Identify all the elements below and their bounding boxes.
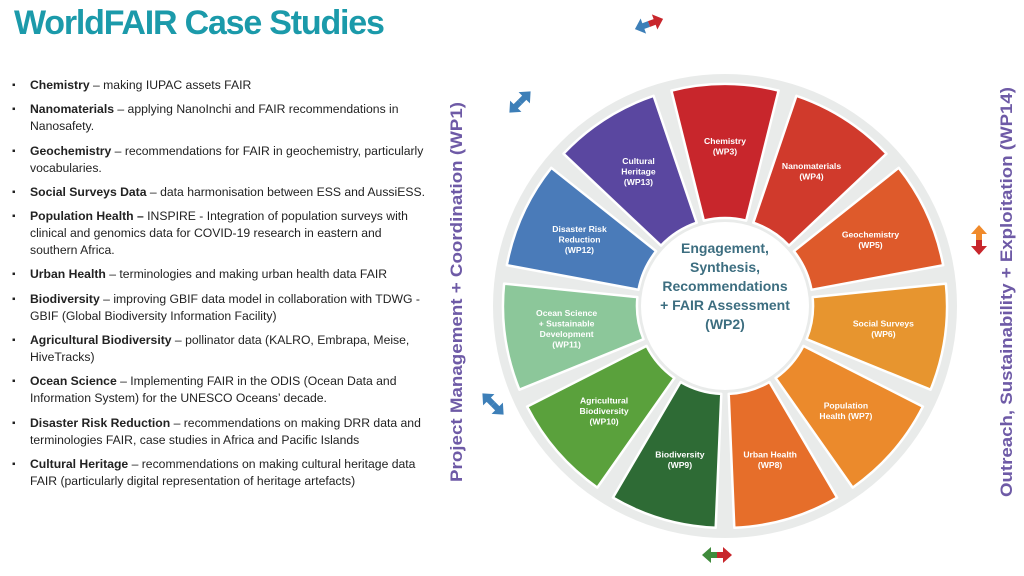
center-label: Recommendations xyxy=(662,278,787,294)
case-study-item: Social Surveys Data – data harmonisation… xyxy=(12,184,430,201)
segment-label: Agricultural xyxy=(580,395,628,405)
case-study-item: Chemistry – making IUPAC assets FAIR xyxy=(12,77,430,94)
case-study-description: – making IUPAC assets FAIR xyxy=(89,78,252,92)
case-study-name: Chemistry xyxy=(30,78,90,92)
segment-label: Nanomaterials xyxy=(782,161,841,171)
case-study-description: – pollinator data (KALRO, Embrapa, Meise… xyxy=(30,333,410,365)
right-side-label: Outreach, Sustainability + Exploitation … xyxy=(997,87,1016,497)
lower-left-arrow-icon xyxy=(482,393,504,415)
segment-label: Health (WP7) xyxy=(819,411,872,421)
wheel-segment xyxy=(670,82,780,222)
wheel-segment xyxy=(792,166,945,292)
wheel-segment xyxy=(774,344,925,489)
segment-label: (WP12) xyxy=(565,245,594,255)
segment-label: Urban Health xyxy=(743,449,796,459)
wheel-segment xyxy=(727,380,839,530)
segment-label: (WP5) xyxy=(858,240,882,250)
case-study-name: Nanomaterials xyxy=(30,102,114,117)
case-study-name: Disaster Risk Reduction xyxy=(30,415,171,430)
case-study-item: Cultural Heritage – recommendations on m… xyxy=(12,456,430,490)
segment-label: (WP11) xyxy=(552,340,581,350)
case-study-description: – terminologies and making urban health … xyxy=(105,267,388,282)
wheel-center xyxy=(641,222,809,390)
case-study-name: Social Surveys Data xyxy=(30,184,147,199)
case-study-item: Ocean Science – Implementing FAIR in the… xyxy=(12,373,430,407)
case-study-description: – recommendations on making DRR data and… xyxy=(30,415,421,447)
case-study-list: Chemistry – making IUPAC assets FAIR Nano… xyxy=(12,77,430,497)
case-study-name: Geochemistry xyxy=(30,143,112,158)
segment-label: (WP3) xyxy=(713,146,737,156)
segment-label: Biodiversity xyxy=(655,449,704,459)
case-study-name: Ocean Science xyxy=(30,374,117,389)
segment-label: (WP6) xyxy=(871,329,895,339)
segment-label: Geochemistry xyxy=(842,229,900,239)
segment-label: Ocean Science xyxy=(536,308,597,318)
case-study-item: Urban Health – terminologies and making … xyxy=(12,266,430,283)
case-study-item: Disaster Risk Reduction – recommendation… xyxy=(12,415,430,449)
segment-label: (WP4) xyxy=(799,172,823,182)
case-study-item: Population Health – INSPIRE - Integratio… xyxy=(12,208,430,259)
top-arrow-icon xyxy=(634,14,664,34)
case-study-item: Nanomaterials – applying NanoInchi and F… xyxy=(12,101,430,135)
segment-label: (WP8) xyxy=(758,460,782,470)
case-study-item: Biodiversity – improving GBIF data model… xyxy=(12,291,430,325)
case-study-description: – data harmonisation between ESS and Aus… xyxy=(146,184,425,199)
right-arrow-icon xyxy=(971,225,987,255)
segment-label: Biodiversity xyxy=(579,406,628,416)
left-arrow-icon xyxy=(509,91,531,113)
segment-label: (WP13) xyxy=(624,177,653,187)
left-side-label: Project Management + Coordination (WP1) xyxy=(447,102,466,482)
segment-label: (WP10) xyxy=(590,416,619,426)
case-study-name: Biodiversity xyxy=(30,291,100,306)
segment-label: (WP9) xyxy=(668,460,692,470)
wheel-segment xyxy=(505,166,658,292)
wheel-segment xyxy=(525,344,676,489)
wheel-segment xyxy=(611,380,723,530)
center-label: Engagement, xyxy=(681,240,769,256)
segment-label: Chemistry xyxy=(704,136,746,146)
segment-label: + Sustainable xyxy=(539,319,595,329)
case-study-description: – Implementing FAIR in the ODIS (Ocean D… xyxy=(30,374,397,406)
wheel-segment xyxy=(805,282,949,391)
center-label: Synthesis, xyxy=(690,259,760,275)
case-study-name: Population Health – xyxy=(30,209,144,224)
wheel-segment xyxy=(501,282,645,391)
center-label: + FAIR Assessment xyxy=(660,297,790,313)
bottom-arrow-icon xyxy=(702,547,732,563)
case-study-item: Agricultural Biodiversity – pollinator d… xyxy=(12,332,430,366)
wheel-segment xyxy=(752,94,888,247)
page-title: WorldFAIR Case Studies xyxy=(14,4,385,42)
case-study-item: Geochemistry – recommendations for FAIR … xyxy=(12,143,430,177)
case-study-description: – applying NanoInchi and FAIR recommenda… xyxy=(30,102,399,134)
case-study-description: – recommendations on making cultural her… xyxy=(30,456,416,488)
segment-label: Cultural xyxy=(622,156,654,166)
segment-label: Development xyxy=(540,329,594,339)
segment-label: Disaster Risk xyxy=(552,224,607,234)
case-study-description: – recommendations for FAIR in geochemist… xyxy=(30,143,424,175)
case-study-description: INSPIRE - Integration of population surv… xyxy=(30,209,408,258)
case-study-description: – improving GBIF data model in collabora… xyxy=(30,291,420,323)
center-label: (WP2) xyxy=(705,316,745,332)
case-study-name: Urban Health xyxy=(30,267,106,282)
segment-label: Social Surveys xyxy=(853,319,914,329)
case-study-name: Agricultural Biodiversity xyxy=(30,333,172,348)
segment-label: Reduction xyxy=(558,235,600,245)
segment-label: Heritage xyxy=(621,166,656,176)
case-study-name: Cultural Heritage xyxy=(30,456,129,471)
wheel-segment xyxy=(562,94,698,247)
segment-label: Population xyxy=(824,401,868,411)
